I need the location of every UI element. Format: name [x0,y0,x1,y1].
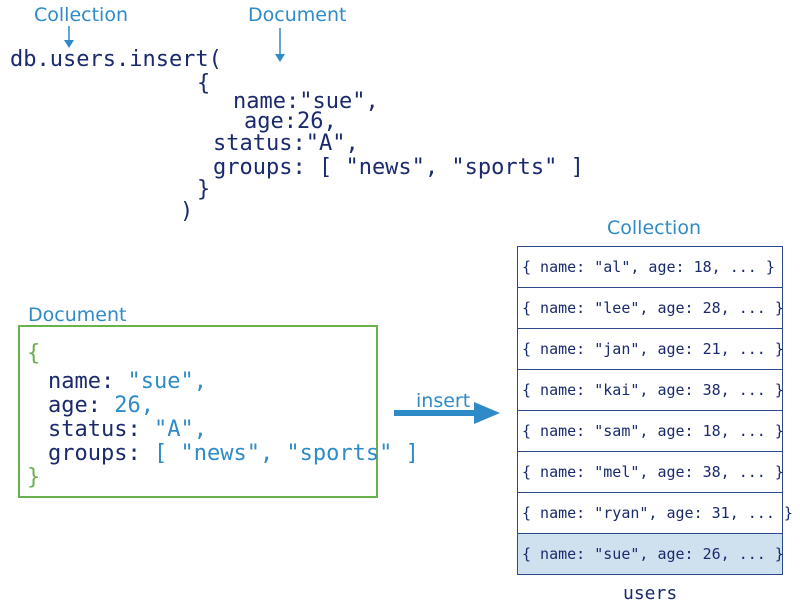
code-line-close-brace: } [197,177,211,202]
collection-row-highlighted: { name: "sue", age: 26, ... } [518,534,784,575]
collection-pointer-arrow [64,26,74,48]
code-line-age: age:26, [244,109,337,134]
code-line-groups: groups: [ "news", "sports" ] [213,155,584,180]
field-value: "sue", [127,369,207,394]
document-field-status: status: "A", [48,418,207,442]
collection-row: { name: "sam", age: 18, ... } [518,411,784,452]
collection-row: { name: "mel", age: 38, ... } [518,452,784,493]
collection-label: Collection [607,217,701,239]
collection-row: { name: "kai", age: 38, ... } [518,370,784,411]
collection-table: { name: "al", age: 18, ... } { name: "le… [517,246,793,575]
field-sep: : [100,369,128,394]
code-line-close-paren: ) [180,199,194,224]
field-key: age [48,393,88,418]
code-line-insert: db.users.insert( [10,47,222,72]
insert-arrow-icon [394,402,500,424]
document-label-top: Document [248,4,347,26]
collection-row: { name: "ryan", age: 31, ... } [518,493,793,534]
field-value: 26, [114,393,154,418]
collection-label-top: Collection [34,4,128,26]
field-value: "A", [153,417,207,442]
collection-name: users [623,583,678,604]
collection-row: { name: "lee", age: 28, ... } [518,288,784,329]
document-box [18,325,378,498]
code-line-open-brace: { [197,71,211,96]
document-field-groups: groups: [ "news", "sports" ] [48,442,419,466]
field-sep: : [127,441,154,466]
field-key: name [48,369,101,394]
field-value: [ "news", "sports" ] [153,441,419,466]
document-field-age: age: 26, [48,394,154,418]
document-close-brace: } [27,465,41,490]
code-line-name: name:"sue", [233,89,379,114]
field-key: groups [48,441,128,466]
insert-label: insert [416,390,471,412]
collection-row: { name: "jan", age: 21, ... } [518,329,784,370]
field-sep: : [127,417,154,442]
code-line-status: status:"A", [213,131,359,156]
collection-row: { name: "al", age: 18, ... } [518,247,782,288]
document-pointer-arrow [275,28,285,62]
document-label: Document [28,304,127,326]
document-open-brace: { [27,341,41,366]
document-field-name: name: "sue", [48,370,207,394]
field-key: status [48,417,128,442]
field-sep: : [87,393,115,418]
